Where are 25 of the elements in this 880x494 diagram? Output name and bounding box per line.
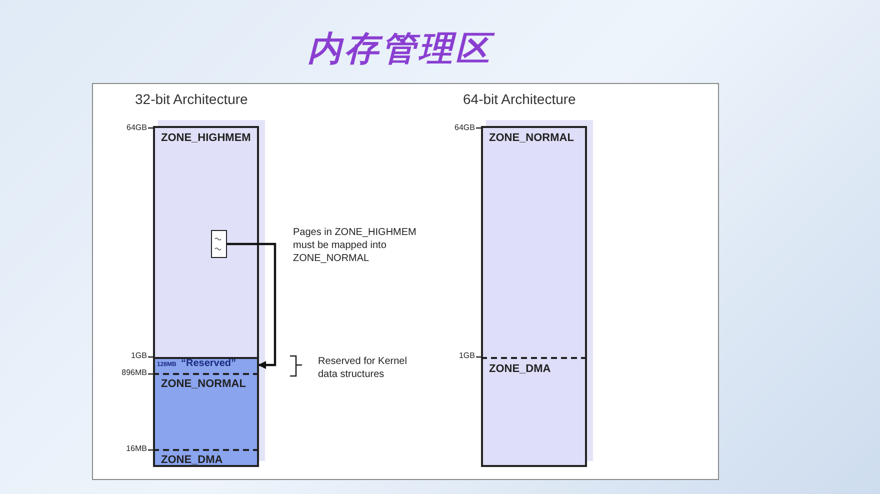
- memory-zone: [153, 373, 259, 449]
- zone-label: ZONE_DMA: [161, 454, 223, 466]
- reserved-label: “Reserved”: [181, 358, 236, 369]
- zone-label: ZONE_NORMAL: [489, 132, 574, 144]
- boundary-label: 16MB: [125, 444, 147, 453]
- memory-zone: [153, 126, 259, 357]
- boundary-label: 1GB: [458, 351, 475, 360]
- zone-label: ZONE_NORMAL: [161, 378, 246, 390]
- zone-label: ZONE_HIGHMEM: [161, 132, 251, 144]
- arrow: [227, 242, 276, 369]
- boundary-label: 64GB: [454, 123, 475, 132]
- reserved-region: [153, 357, 259, 373]
- boundary-label: 64GB: [126, 123, 147, 132]
- memory-zone: [481, 357, 587, 467]
- column-heading: 64-bit Architecture: [463, 91, 576, 107]
- note-text: Pages in ZONE_HIGHMEM must be mapped into ZONE_NORMAL: [293, 226, 418, 265]
- memory-zone: [153, 449, 259, 467]
- page-icon: [211, 230, 227, 258]
- column-heading: 32-bit Architecture: [135, 91, 248, 107]
- boundary-label: 1GB: [130, 351, 147, 360]
- zone-label: ZONE_DMA: [489, 363, 551, 375]
- memory-zone: [481, 126, 587, 357]
- note-text: Reserved for Kernel data structures: [318, 355, 408, 381]
- slide-title: 内存管理区: [270, 26, 530, 72]
- boundary-label: 896MB: [120, 368, 147, 377]
